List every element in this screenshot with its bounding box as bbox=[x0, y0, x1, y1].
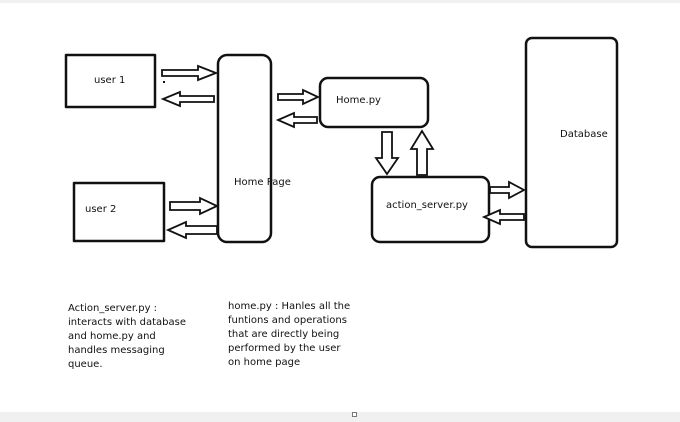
arrow-actionserver-to-database bbox=[489, 180, 526, 200]
arrow-user1-to-homepage bbox=[161, 64, 219, 82]
arrow-actionserver-to-homepy bbox=[409, 129, 435, 176]
database-label: Database bbox=[560, 129, 608, 140]
user2-label: user 2 bbox=[85, 204, 116, 215]
arrow-homepy-to-actionserver bbox=[374, 131, 400, 176]
home-py-label: Home.py bbox=[336, 95, 381, 106]
arrow-homepage-to-user1 bbox=[160, 90, 215, 108]
arrow-homepage-to-user2 bbox=[165, 220, 218, 240]
page-marker bbox=[352, 412, 357, 417]
home-py-box bbox=[318, 76, 430, 129]
arrow-user2-to-homepage bbox=[169, 196, 220, 216]
user1-label: user 1 bbox=[94, 75, 125, 86]
user2-box bbox=[72, 181, 166, 243]
action-server-box bbox=[370, 175, 491, 244]
arrow-database-to-actionserver bbox=[481, 208, 525, 226]
action-server-note: Action_server.py : interacts with databa… bbox=[68, 303, 186, 370]
arrow-homepy-to-homepage bbox=[275, 111, 318, 129]
home-page-label: Home Page bbox=[234, 177, 291, 188]
stray-dot bbox=[163, 81, 165, 83]
home-py-note: home.py : Hanles all the funtions and op… bbox=[228, 301, 351, 368]
home-page-box bbox=[216, 53, 273, 244]
user1-box bbox=[64, 53, 157, 109]
action-server-label: action_server.py bbox=[386, 200, 468, 211]
database-box bbox=[524, 36, 619, 249]
bottom-page-edge bbox=[0, 412, 680, 422]
top-page-edge bbox=[0, 0, 680, 3]
arrow-homepage-to-homepy bbox=[277, 88, 321, 106]
